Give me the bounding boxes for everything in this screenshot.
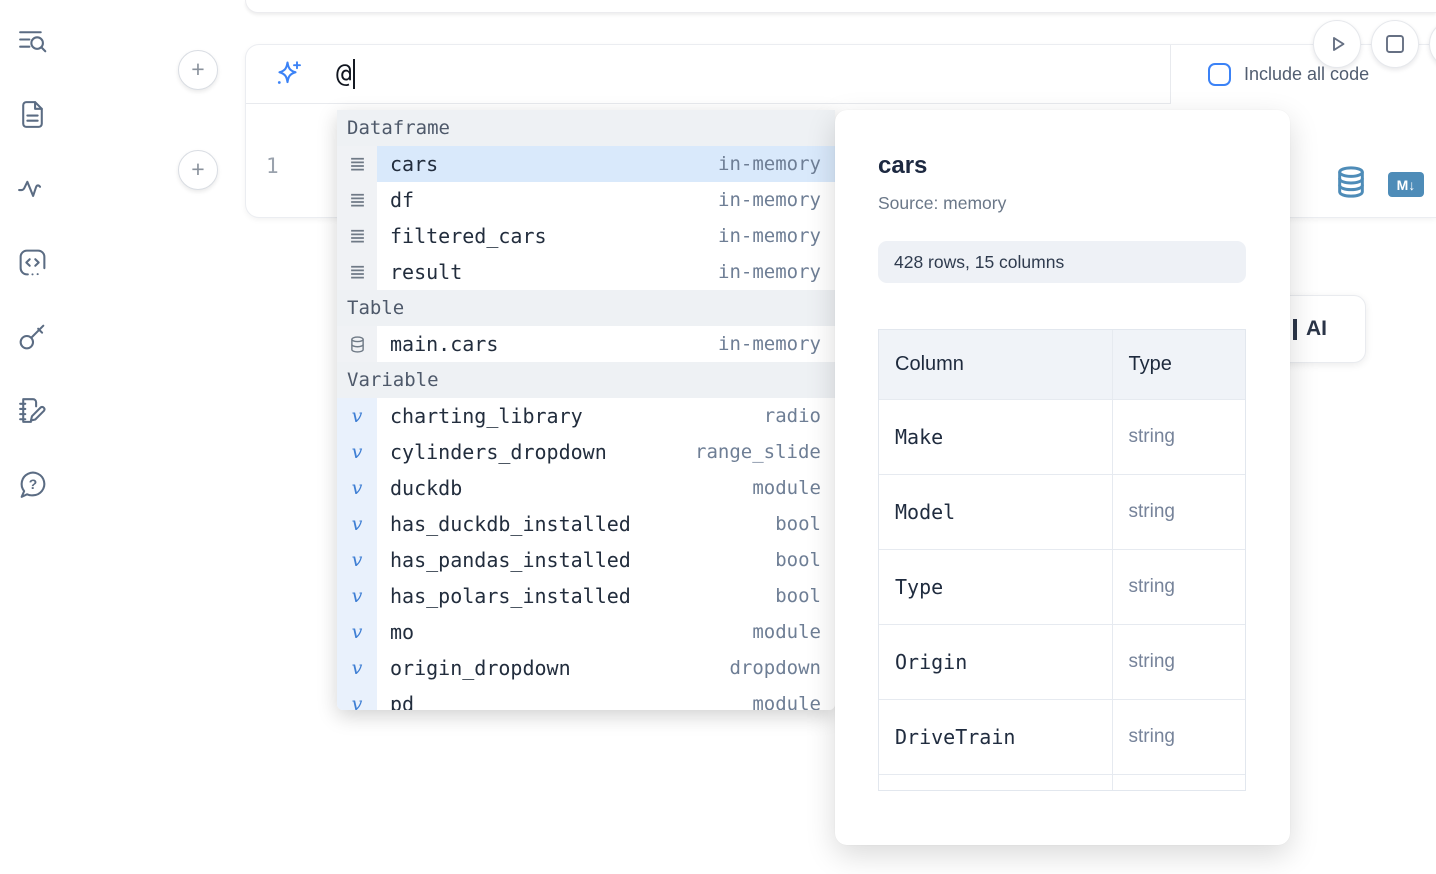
include-all-code-label: Include all code: [1244, 64, 1370, 84]
activity-icon[interactable]: [14, 170, 50, 206]
preview-source: Source: memory: [878, 193, 1007, 213]
include-all-code-checkbox[interactable]: [1208, 63, 1231, 86]
section-header-table: Table: [337, 290, 835, 326]
code-cell-icon[interactable]: [14, 244, 50, 280]
dataframe-icon: [337, 146, 377, 182]
dataframe-preview-popover: cars Source: memory 428 rows, 15 columns…: [835, 110, 1290, 845]
previous-cell-edge: [245, 0, 1436, 13]
column-header: Column: [879, 330, 1113, 400]
variable-icon: v: [337, 578, 377, 614]
table-database-icon: [337, 326, 377, 362]
ai-prompt-input[interactable]: @: [246, 45, 1171, 104]
variable-icon: v: [337, 434, 377, 470]
sidebar: ?: [14, 22, 60, 502]
svg-text:?: ?: [28, 476, 37, 492]
run-controls: [1313, 20, 1436, 68]
clipped-letter-fragment: [1293, 318, 1297, 340]
add-cell-below-button[interactable]: +: [178, 150, 218, 190]
variable-icon: v: [337, 470, 377, 506]
line-number: 1: [266, 154, 279, 178]
key-icon[interactable]: [14, 318, 50, 354]
preview-title: cars: [878, 152, 928, 179]
ai-card-label: AI: [1306, 317, 1327, 340]
table-row: DriveTrain string: [879, 699, 1245, 775]
help-chat-icon[interactable]: ?: [14, 466, 50, 502]
variable-icon: v: [337, 650, 377, 686]
table-row-clipped: [879, 774, 1245, 790]
include-all-code-group: Include all code: [1171, 45, 1436, 104]
dataframe-icon: [337, 254, 377, 290]
dataframe-icon: [337, 182, 377, 218]
ai-sparkle-icon: [277, 61, 301, 84]
document-icon[interactable]: [14, 96, 50, 132]
markdown-convert-icon[interactable]: M↓: [1388, 172, 1424, 197]
variable-icon: v: [337, 542, 377, 578]
play-icon: [1333, 37, 1345, 51]
shape-badge: 428 rows, 15 columns: [878, 241, 1246, 283]
stop-icon: [1386, 35, 1404, 53]
table-row: Make string: [879, 399, 1245, 475]
code-editor[interactable]: 1 M↓: [246, 104, 1436, 217]
schema-header-row: Column Type: [879, 330, 1245, 400]
database-output-icon[interactable]: [1334, 165, 1368, 204]
variable-icon: v: [337, 398, 377, 434]
table-row: Model string: [879, 474, 1245, 550]
ai-prompt-row: @ Include all code: [246, 45, 1436, 104]
add-cell-above-button[interactable]: +: [178, 50, 218, 90]
clipped-action-button[interactable]: [1429, 20, 1436, 68]
dataframe-icon: [337, 218, 377, 254]
type-header: Type: [1112, 330, 1245, 400]
table-row: Type string: [879, 549, 1245, 625]
table-row: Origin string: [879, 624, 1245, 700]
run-cell-button[interactable]: [1313, 20, 1361, 68]
text-caret: [352, 59, 355, 89]
scratchpad-icon[interactable]: [14, 392, 50, 428]
variable-icon: v: [337, 614, 377, 650]
prompt-value: @: [336, 59, 352, 89]
variable-icon: v: [337, 506, 377, 542]
section-header-dataframe: Dataframe: [337, 110, 835, 146]
schema-table: Column Type Make string Model string Typ…: [878, 329, 1246, 791]
toc-search-icon[interactable]: [14, 22, 50, 58]
stop-button[interactable]: [1371, 20, 1419, 68]
cell-actions: M↓: [1334, 165, 1424, 204]
section-header-variable: Variable: [337, 362, 835, 398]
variable-icon: v: [337, 686, 377, 710]
